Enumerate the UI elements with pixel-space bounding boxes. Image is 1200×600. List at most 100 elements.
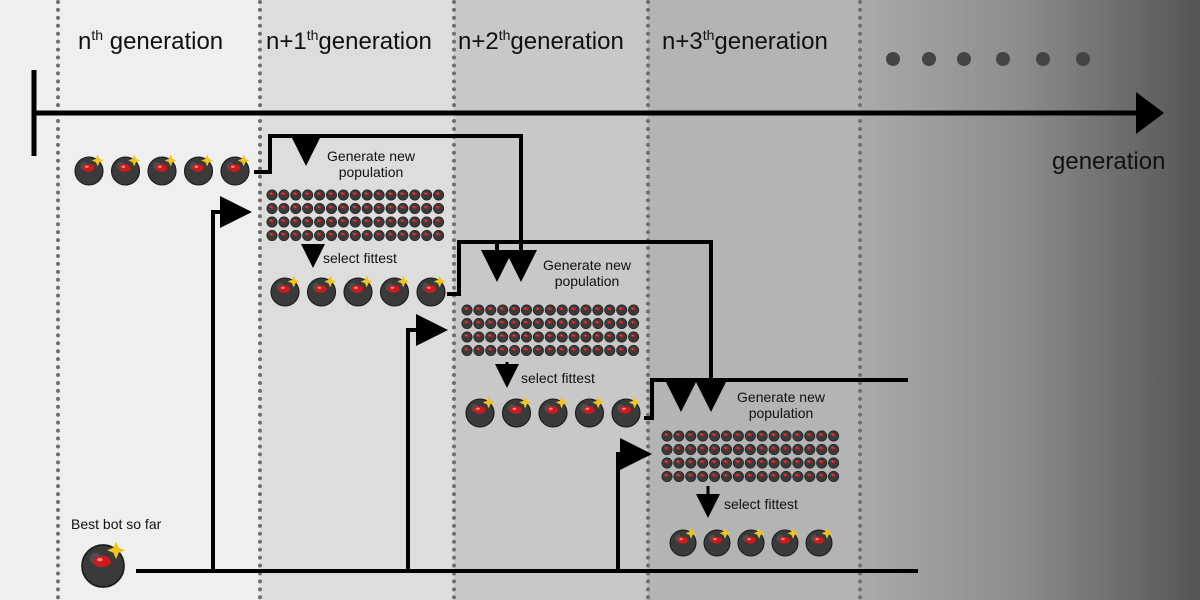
- population-bot-icon: [325, 203, 337, 215]
- population-bot-icon: [816, 430, 828, 442]
- bomb-bot-icon: [501, 396, 532, 428]
- bomb-bot-icon: [574, 396, 605, 428]
- population-bot-icon: [580, 331, 592, 343]
- generation-header-sup: th: [498, 27, 511, 43]
- population-bot-icon: [461, 304, 473, 316]
- bomb-bot-icon: [110, 154, 141, 186]
- population-bot-icon: [816, 443, 828, 455]
- population-bot-icon: [685, 457, 697, 469]
- population-bot-icon: [349, 230, 361, 242]
- population-bot-icon: [337, 230, 349, 242]
- population-bot-icon: [361, 230, 373, 242]
- generation-header-n: nth generation: [78, 28, 223, 56]
- population-bot-icon: [556, 304, 568, 316]
- step-connector: [254, 134, 523, 268]
- population-bot-icon: [628, 317, 640, 329]
- population-bot-icon: [337, 216, 349, 228]
- column-divider: [56, 0, 60, 600]
- population-bot-icon: [556, 317, 568, 329]
- generation-header-base: n: [78, 28, 92, 55]
- population-bot-icon: [792, 470, 804, 482]
- population-bot-icon: [804, 443, 816, 455]
- population-bot-icon: [473, 317, 485, 329]
- population-bot-icon: [409, 189, 421, 201]
- population-bot-icon: [409, 203, 421, 215]
- population-bot-icon: [768, 443, 780, 455]
- population-bot-icon: [473, 331, 485, 343]
- population-bot-icon: [628, 331, 640, 343]
- population-bot-icon: [337, 203, 349, 215]
- population-bot-icon: [421, 230, 433, 242]
- population-bot-icon: [278, 216, 290, 228]
- population-bot-icon: [580, 304, 592, 316]
- population-bot-icon: [616, 331, 628, 343]
- generation-header-n1: n+1thgeneration: [266, 28, 432, 56]
- population-bot-icon: [361, 189, 373, 201]
- population-bot-icon: [397, 216, 409, 228]
- population-bot-icon: [568, 331, 580, 343]
- population-bot-icon: [756, 430, 768, 442]
- population-bot-icon: [604, 304, 616, 316]
- population-bot-icon: [290, 203, 302, 215]
- population-bot-icon: [744, 430, 756, 442]
- population-bot-icon: [792, 430, 804, 442]
- population-bot-icon: [520, 317, 532, 329]
- bomb-bot-icon: [220, 154, 250, 186]
- generation-column-n2: [454, 0, 648, 600]
- population-bot-icon: [397, 203, 409, 215]
- population-bot-icon: [373, 203, 385, 215]
- population-bot-icon: [568, 344, 580, 356]
- population-bot-icon: [385, 189, 397, 201]
- population-bot-icon: [433, 216, 445, 228]
- generation-header-sup: th: [702, 27, 715, 43]
- column-divider: [258, 0, 262, 600]
- population-bot-icon: [756, 443, 768, 455]
- population-bot-icon: [580, 344, 592, 356]
- population-bot-icon: [485, 304, 497, 316]
- best-bot-label: Best bot so far: [71, 516, 162, 532]
- population-bot-icon: [828, 457, 840, 469]
- population-bot-icon: [314, 216, 326, 228]
- population-bot-icon: [373, 230, 385, 242]
- population-bot-icon: [556, 331, 568, 343]
- best-bot-icon: [81, 541, 125, 588]
- population-bot-icon: [556, 344, 568, 356]
- population-bot-icon: [616, 304, 628, 316]
- population-bot-icon: [673, 470, 685, 482]
- population-bot-icon: [685, 470, 697, 482]
- population-bot-icon: [828, 430, 840, 442]
- population-bot-icon: [532, 317, 544, 329]
- population-bot-icon: [756, 457, 768, 469]
- ellipsis-dot-icon: [922, 52, 936, 66]
- ellipsis-dot-icon: [996, 52, 1010, 66]
- population-bot-icon: [461, 317, 473, 329]
- step-connector: [644, 378, 908, 420]
- population-bot-icon: [697, 430, 709, 442]
- generation-header-rest: generation: [714, 28, 828, 55]
- generate-label-line2: population: [338, 164, 404, 180]
- population-bot-icon: [580, 317, 592, 329]
- population-bot-icon: [361, 203, 373, 215]
- generation-header-sup: th: [91, 27, 104, 43]
- select-label: select fittest: [521, 370, 595, 386]
- population-bot-icon: [266, 216, 278, 228]
- population-bot-icon: [509, 304, 521, 316]
- population-bot-icon: [461, 331, 473, 343]
- population-bot-icon: [780, 470, 792, 482]
- population-bot-icon: [497, 331, 509, 343]
- bomb-bot-icon: [306, 275, 337, 307]
- column-divider: [646, 0, 650, 600]
- generation-header-rest: generation: [103, 28, 224, 55]
- best-bot-feedback-arrow: [616, 438, 652, 571]
- bots-layer: [74, 154, 840, 588]
- bomb-bot-icon: [669, 527, 697, 557]
- generation-axis-label: generation: [1052, 148, 1166, 175]
- population-bot-icon: [385, 230, 397, 242]
- population-bot-icon: [709, 470, 721, 482]
- population-bot-icon: [349, 216, 361, 228]
- population-bot-icon: [697, 457, 709, 469]
- bomb-bot-icon: [771, 527, 799, 557]
- population-bot-icon: [544, 317, 556, 329]
- population-bot-icon: [732, 430, 744, 442]
